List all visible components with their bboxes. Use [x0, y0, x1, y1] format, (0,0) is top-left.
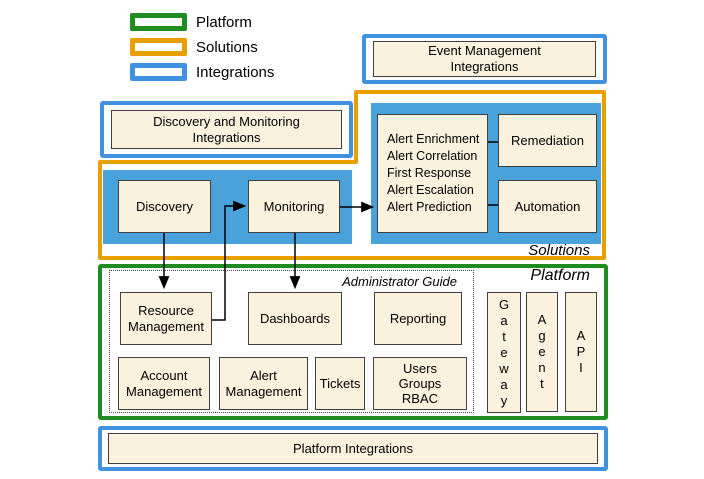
discovery-box: Discovery	[118, 180, 211, 233]
platform-integrations-box: Platform Integrations	[108, 433, 598, 464]
administrator-guide-label: Administrator Guide	[342, 274, 457, 289]
legend-swatch-platform	[130, 13, 187, 31]
alert-management-box: Alert Management	[219, 357, 308, 410]
platform-integrations-container	[98, 426, 608, 471]
event-management-integrations-box: Event Management Integrations	[373, 41, 596, 77]
agent-box: A g e n t	[526, 292, 558, 412]
discovery-monitoring-integrations-box: Discovery and Monitoring Integrations	[111, 110, 342, 149]
gateway-box: G a t e w a y	[487, 292, 521, 413]
legend-label-platform: Platform	[196, 13, 252, 31]
tickets-box: Tickets	[315, 357, 365, 410]
platform-container	[98, 264, 608, 420]
resource-management-box: Resource Management	[120, 292, 212, 345]
automation-box: Automation	[498, 180, 597, 233]
remediation-box: Remediation	[498, 114, 597, 167]
platform-section-label: Platform	[530, 267, 590, 284]
reporting-box: Reporting	[374, 292, 462, 345]
alert-functions-box: Alert Enrichment Alert Correlation First…	[377, 114, 488, 233]
api-box: A P I	[565, 292, 597, 412]
solutions-section-label: Solutions	[528, 242, 590, 259]
legend-label-integrations: Integrations	[196, 63, 275, 81]
monitoring-box: Monitoring	[248, 180, 340, 233]
account-management-box: Account Management	[118, 357, 210, 410]
dashboards-box: Dashboards	[248, 292, 342, 345]
administrator-guide-box	[109, 270, 474, 413]
event-management-integrations-container	[362, 34, 607, 84]
legend-label-solutions: Solutions	[196, 38, 258, 56]
legend-swatch-integrations	[130, 63, 187, 81]
users-groups-rbac-box: Users Groups RBAC	[373, 357, 467, 410]
legend-swatch-solutions	[130, 38, 187, 56]
